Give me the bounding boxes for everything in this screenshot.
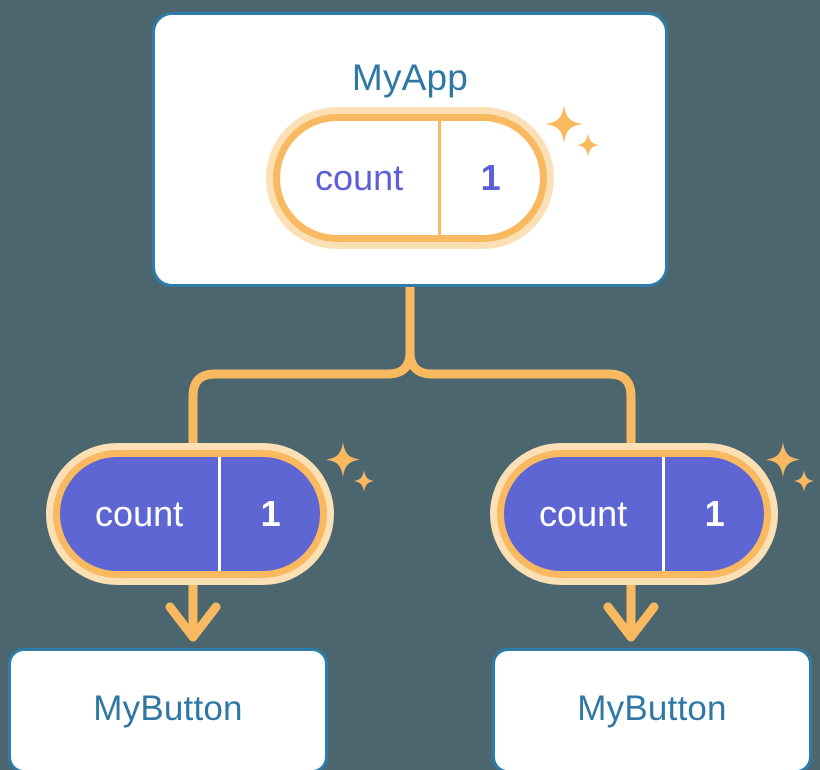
state-pill-myapp[interactable]: count 1 bbox=[266, 107, 554, 249]
state-pill-body: count 1 bbox=[280, 121, 540, 235]
state-pill-name: count bbox=[504, 457, 666, 571]
connector-right-branch bbox=[405, 279, 636, 457]
state-pill-mybutton-left[interactable]: count 1 bbox=[46, 443, 334, 585]
state-pill-mybutton-right[interactable]: count 1 bbox=[490, 443, 778, 585]
state-pill-name: count bbox=[60, 457, 222, 571]
arrow-left-head bbox=[165, 602, 221, 642]
state-pill-name: count bbox=[280, 121, 442, 235]
component-card-title: MyApp bbox=[351, 57, 469, 98]
component-card-title: MyButton bbox=[577, 689, 727, 728]
arrow-right-head bbox=[603, 602, 659, 642]
connector-left-branch bbox=[188, 279, 415, 457]
state-pill-body: count 1 bbox=[60, 457, 320, 571]
component-card-mybutton-left[interactable]: MyButton bbox=[8, 648, 328, 770]
state-pill-body: count 1 bbox=[504, 457, 764, 571]
component-card-title: MyButton bbox=[93, 689, 243, 728]
state-pill-value: 1 bbox=[704, 493, 725, 534]
component-card-mybutton-right[interactable]: MyButton bbox=[492, 648, 812, 770]
state-pill-value: 1 bbox=[480, 157, 501, 198]
state-pill-value: 1 bbox=[260, 493, 281, 534]
